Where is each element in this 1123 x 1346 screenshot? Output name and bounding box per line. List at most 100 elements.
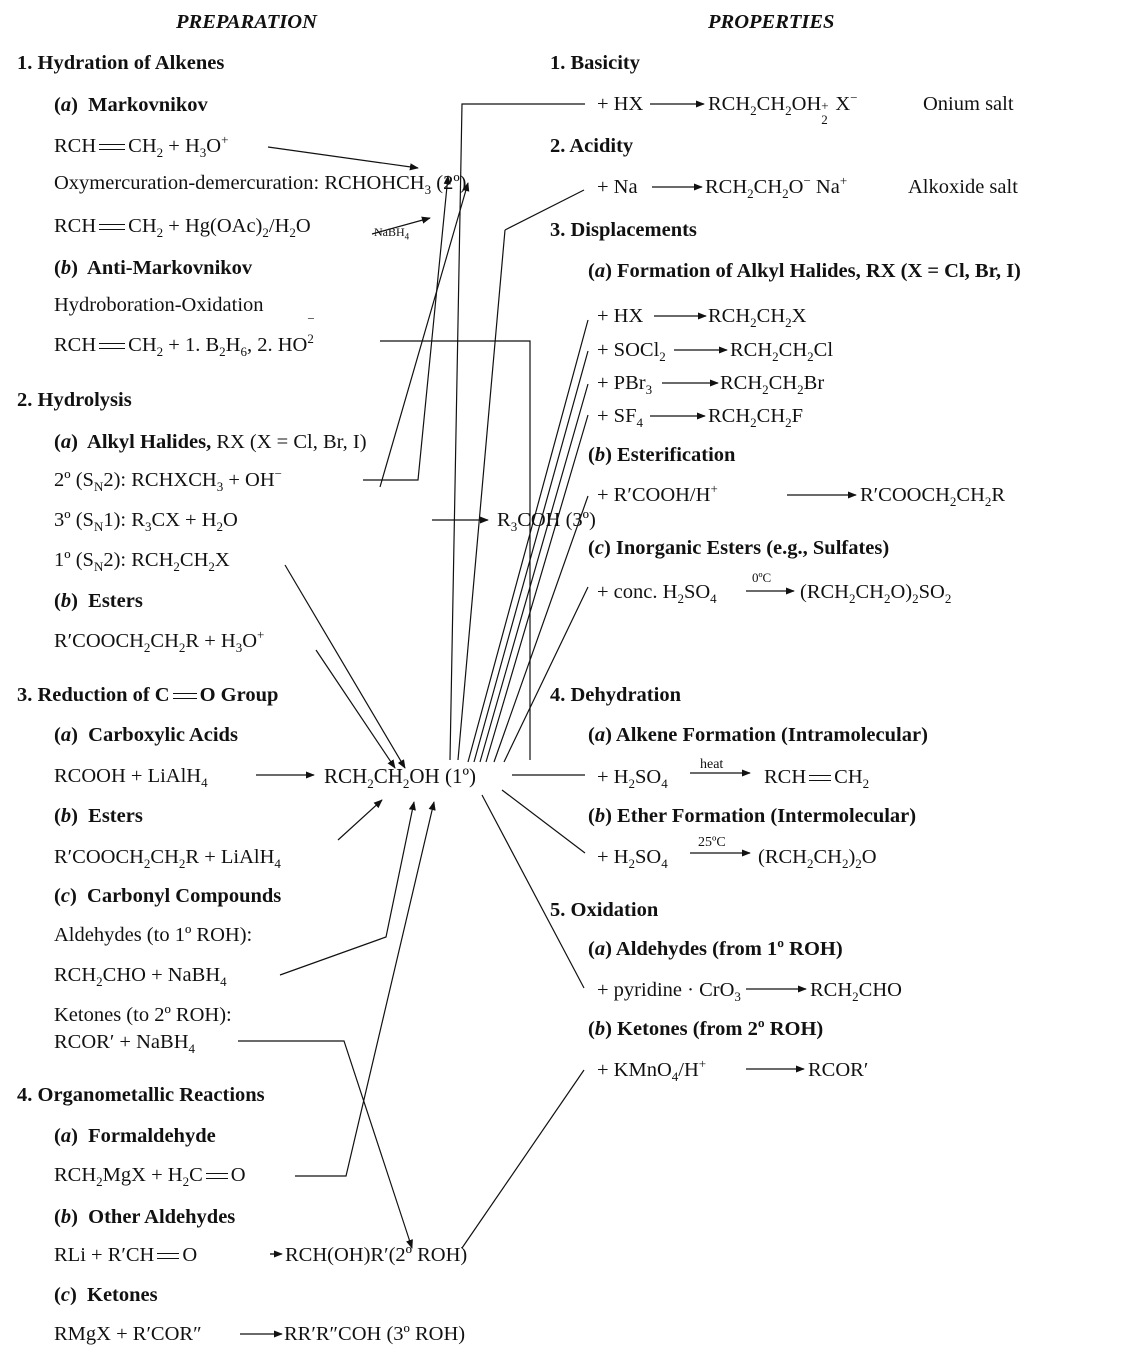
prep-ketones-label: Ketones (to 2º ROH): — [54, 1004, 232, 1026]
arrow-aldehyde-reduction — [279, 801, 416, 976]
prop-sub-alkene-formation: (a) Alkene Formation (Intramolecular) — [588, 724, 928, 746]
prep-secondary-alcohol-product: RCH(OH)R′(2º ROH) — [285, 1244, 468, 1266]
prop-hx-reaction: + HX — [597, 305, 644, 327]
prop-alkene-condition: heat — [700, 757, 724, 772]
arrow-sulfation — [503, 586, 589, 763]
arrow-oxidation-ketone — [461, 1069, 585, 1249]
preparation-header: PREPARATION — [176, 11, 317, 33]
prop-sulfation-condition: 0ºC — [752, 570, 772, 585]
prep-sub-markovnikov: (a) Markovnikov — [54, 94, 208, 116]
prop-sub-alkyl-halides: (a) Formation of Alkyl Halides, RX (X = … — [588, 260, 1021, 282]
prep-sub-alkyl-halides: (a) Alkyl Halides, RX (X = Cl, Br, I) — [54, 431, 367, 453]
prop-sulfation-reagent: + conc. H2SO4 — [597, 581, 717, 607]
prep-sub-formaldehyde: (a) Formaldehyde — [54, 1125, 216, 1147]
prep-sub-carboxylic: (a) Carboxylic Acids — [54, 724, 238, 746]
arrow-basicity — [449, 103, 585, 761]
prop-ether-reagent: + H2SO4 — [597, 846, 668, 872]
prep-section-hydrolysis: 2. Hydrolysis — [17, 389, 132, 411]
nabh4-condition: NaBH4 — [374, 225, 410, 242]
prop-aldehyde-reagent: + pyridine · CrO3 — [597, 979, 741, 1005]
arrow-ketone-reduction — [238, 1040, 413, 1249]
prop-alkene-reagent: + H2SO4 — [597, 766, 668, 792]
prop-pbr3-reaction: + PBr3 — [597, 372, 653, 398]
prep-oxymercuration-label: Oxymercuration-demercuration: RCHOHCH3 (… — [54, 172, 467, 198]
prop-sub-ether-formation: (b) Ether Formation (Intermolecular) — [588, 805, 917, 827]
central-primary-alcohol: RCH2CH2OH (1º) — [324, 764, 476, 792]
prep-sub-esters: (b) Esters — [54, 590, 143, 612]
prep-tertiary-alcohol-product: RR′R″COH (3º ROH) — [284, 1323, 466, 1345]
prop-section-basicity: 1. Basicity — [550, 52, 640, 74]
prop-ether-product: (RCH2CH2)2O — [758, 846, 877, 872]
prop-alkyl-bromide: RCH2CH2Br — [720, 372, 825, 398]
prep-ester-hydrolysis: R′COOCH2CH2R + H3O+ — [54, 627, 265, 656]
arrow-ester-hydrolysis — [315, 649, 396, 769]
prep-acid-reduction: RCOOH + LiAlH4 — [54, 765, 208, 791]
prop-alkoxide-note: Alkoxide salt — [908, 176, 1018, 198]
prep-section-hydration: 1. Hydration of Alkenes — [17, 52, 225, 74]
prop-sub-aldehydes: (a) Aldehydes (from 1º ROH) — [588, 938, 843, 960]
prop-sf4-reaction: + SF4 — [597, 405, 643, 431]
prep-sub-other-aldehydes: (b) Other Aldehydes — [54, 1206, 236, 1228]
arrow-esterification — [493, 495, 589, 763]
prop-section-oxidation: 5. Oxidation — [550, 899, 659, 921]
arrow-hx — [467, 319, 589, 763]
arrow-markovnikov — [267, 146, 419, 171]
arrow-sn2-primary — [284, 564, 406, 769]
arrow-socl2 — [473, 350, 589, 763]
prep-aldehyde-reduction: RCH2CHO + NaBH4 — [54, 964, 227, 990]
prop-onium-note: Onium salt — [923, 93, 1014, 115]
arrow-acidity — [457, 229, 506, 761]
arrow-dehydration-ether — [501, 789, 586, 854]
arrow-2deg-to-1deg — [379, 182, 470, 488]
prop-sub-ketones: (b) Ketones (from 2º ROH) — [588, 1018, 824, 1040]
prep-ketone-reduction: RCOR′ + NaBH4 — [54, 1031, 196, 1057]
prop-ether-condition: 25ºC — [698, 835, 726, 850]
arrow-oxymercuration — [371, 216, 431, 235]
prop-alkyl-chloride: RCH2CH2Cl — [730, 339, 834, 365]
prop-alkyl-halide: RCH2CH2X — [708, 305, 807, 331]
prep-sub-esters-reduction: (b) Esters — [54, 805, 143, 827]
prep-sub-anti-markovnikov: (b) Anti-Markovnikov — [54, 257, 253, 279]
prop-ketone-product: RCOR′ — [808, 1059, 869, 1081]
prop-ketone-reagent: + KMnO4/H+ — [597, 1056, 707, 1085]
prep-sub-ketones: (c) Ketones — [54, 1284, 158, 1306]
prop-section-displacements: 3. Displacements — [550, 219, 697, 241]
prop-sub-inorganic-esters: (c) Inorganic Esters (e.g., Sulfates) — [588, 537, 890, 559]
prep-sn2-secondary: 2º (SN2): RCHXCH3 + OH− — [54, 466, 282, 495]
prop-section-acidity: 2. Acidity — [550, 135, 634, 157]
prop-aldehyde-product: RCH2CHO — [810, 979, 902, 1005]
prop-sub-esterification: (b) Esterification — [588, 444, 736, 466]
prop-section-dehydration: 4. Dehydration — [550, 684, 681, 706]
prep-ester-reduction: R′COOCH2CH2R + LiAlH4 — [54, 846, 281, 872]
prop-sulfate-product: (RCH2CH2O)2SO2 — [800, 581, 952, 607]
arrow-pbr3 — [479, 383, 589, 763]
prep-ketone-grignard: RMgX + R′COR″ — [54, 1323, 202, 1345]
prep-hydroboration-label: Hydroboration-Oxidation — [54, 294, 264, 316]
prop-onium-product: RCH2CH2OH+2 X− — [708, 90, 858, 127]
arrow-formaldehyde — [295, 801, 436, 1177]
prep-sub-carbonyl: (c) Carbonyl Compounds — [54, 885, 282, 907]
arrow-sf4 — [485, 414, 589, 763]
prop-basicity-reagent: + HX — [597, 93, 644, 115]
prop-acidity-reagent: + Na — [597, 176, 638, 198]
prep-sn2-primary: 1º (SN2): RCH2CH2X — [54, 549, 230, 575]
arrow-oxidation-aldehyde — [481, 794, 585, 989]
arrow-ester-reduction — [337, 799, 383, 841]
prop-ester-product: R′COOCH2CH2R — [860, 484, 1006, 510]
prop-socl2-reaction: + SOCl2 — [597, 339, 666, 365]
prep-sn1-tertiary: 3º (SN1): R3CX + H2O — [54, 509, 238, 535]
prop-alkyl-fluoride: RCH2CH2F — [708, 405, 804, 431]
prep-tertiary-alcohol: R3COH (3º) — [497, 509, 596, 535]
properties-header: PROPERTIES — [708, 11, 835, 33]
prop-esterification-reagent: + R′COOH/H+ — [597, 481, 718, 506]
prep-aldehydes-label: Aldehydes (to 1º ROH): — [54, 924, 253, 946]
prep-section-organometallic: 4. Organometallic Reactions — [17, 1084, 265, 1106]
